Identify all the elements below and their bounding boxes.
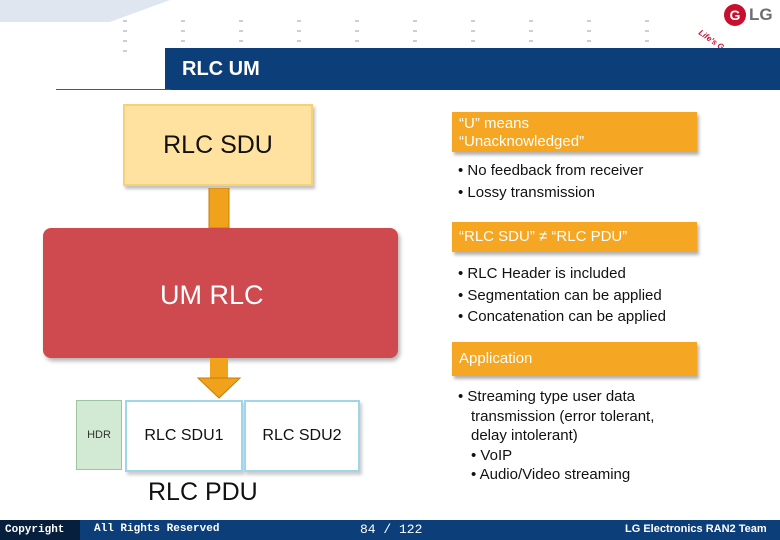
- rlc-pdu-label: RLC PDU: [148, 478, 258, 506]
- note-unacknowledged: “U” means “Unacknowledged”: [452, 112, 697, 152]
- lg-logo-icon: G: [724, 4, 746, 26]
- rlc-sdu2-label: RLC SDU2: [262, 427, 342, 444]
- bullet-item: • Streaming type user data: [458, 388, 636, 405]
- note-line: “Unacknowledged”: [459, 133, 585, 150]
- footer-bar: [0, 520, 780, 540]
- rlc-sdu1-segment: RLC SDU1: [125, 400, 243, 472]
- bullet-list-feedback: • No feedback from receiver • Lossy tran…: [458, 160, 643, 203]
- bullet-item: • No feedback from receiver: [458, 162, 644, 179]
- rlc-sdu2-segment: RLC SDU2: [244, 400, 360, 472]
- note-sdu-not-pdu: “RLC SDU” ≠ “RLC PDU”: [452, 222, 697, 252]
- down-arrow-icon: [208, 188, 230, 228]
- rlc-sdu1-label: RLC SDU1: [144, 427, 224, 444]
- um-rlc-entity: [43, 228, 398, 358]
- bullet-list-pdu: • RLC Header is included • Segmentation …: [458, 263, 666, 328]
- note-text: “RLC SDU” ≠ “RLC PDU”: [459, 228, 628, 245]
- title-underline: [56, 89, 171, 90]
- hdr-label: HDR: [87, 429, 111, 441]
- lg-logo-text: LG: [749, 5, 773, 24]
- um-rlc-label: UM RLC: [160, 280, 264, 310]
- rlc-header-box: HDR: [76, 400, 122, 470]
- note-line: “U” means: [459, 115, 530, 132]
- bullet-continuation: transmission (error tolerant,: [471, 407, 655, 425]
- bullet-item: • Segmentation can be applied: [458, 286, 662, 304]
- bullet-item: • Concatenation can be applied: [458, 308, 666, 325]
- page-title: RLC UM: [182, 58, 260, 80]
- bullet-item: • Lossy transmission: [458, 183, 595, 201]
- header-dot-pattern: [123, 20, 649, 52]
- bullet-continuation: delay intolerant): [471, 427, 578, 444]
- note-application: Application: [452, 342, 697, 376]
- footer-rights: All Rights Reserved: [94, 523, 220, 535]
- down-arrow-icon: [196, 358, 242, 399]
- bullet-item: • RLC Header is included: [458, 265, 626, 282]
- header-swoosh: [0, 0, 170, 22]
- bullet-list-application: • Streaming type user data transmission …: [458, 387, 654, 485]
- footer-page-number: 84 / 122: [360, 522, 423, 537]
- note-text: Application: [459, 350, 533, 367]
- bullet-subitem: • VoIP: [471, 446, 513, 464]
- footer-copyright: Copyright: [0, 520, 80, 540]
- footer-team: LG Electronics RAN2 Team: [625, 523, 767, 535]
- bullet-subitem: • Audio/Video streaming: [471, 466, 631, 483]
- rlc-sdu-label: RLC SDU: [163, 130, 273, 159]
- title-bar: [165, 48, 780, 90]
- rlc-sdu-box: RLC SDU: [123, 104, 313, 186]
